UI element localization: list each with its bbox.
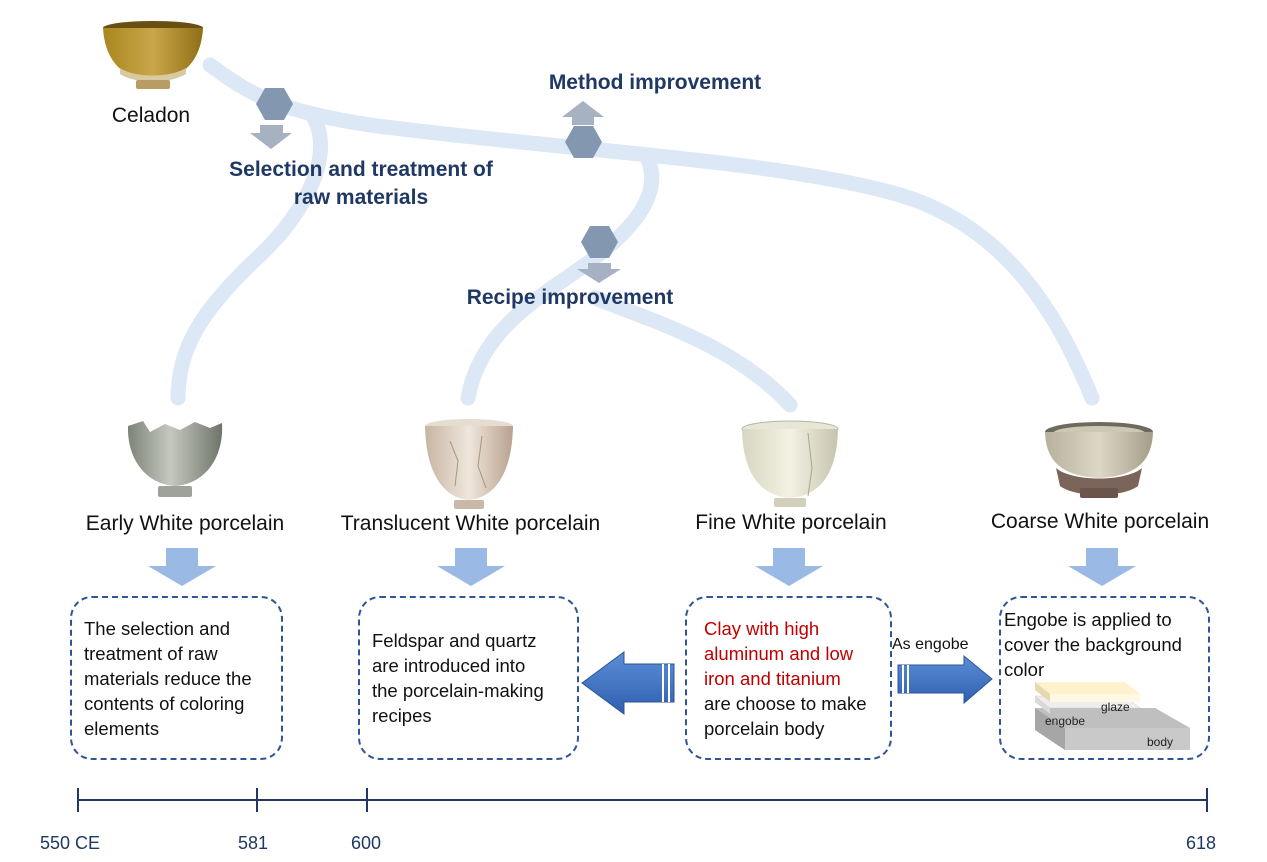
timeline-tick-550: 550 CE [40, 833, 101, 853]
arrow-down-selection [250, 125, 292, 149]
hexagon-method [565, 126, 602, 158]
box-fine-line: porcelain body [704, 718, 825, 739]
arrow-down-early [148, 548, 216, 586]
box-translucent-line: the porcelain-making [372, 680, 544, 701]
box-coarse-line: Engobe is applied to [1004, 609, 1172, 630]
box-coarse: Engobe is applied to cover the backgroun… [999, 596, 1210, 760]
selection-treatment-label: Selection and treatment of raw materials [200, 156, 522, 212]
box-fine-line: are choose to make [704, 693, 867, 714]
celadon-bowl-image [103, 21, 203, 89]
box-translucent-line: Feldspar and quartz [372, 630, 537, 651]
arrow-down-fine [755, 548, 823, 586]
arrow-down-recipe [577, 263, 621, 283]
celadon-label: Celadon [111, 104, 191, 127]
layer-structure-diagram: glaze engobe body [1034, 682, 1190, 750]
box-translucent-text: Feldspar and quartz are introduced into … [372, 628, 544, 728]
hexagon-recipe [581, 226, 618, 258]
box-early-line: The selection and [84, 618, 231, 639]
arrow-right-fine-to-coarse [897, 654, 993, 705]
flow-band-celadon-coarse [202, 57, 1100, 406]
selection-treatment-line2: raw materials [293, 186, 429, 209]
arrow-down-coarse [1068, 548, 1136, 586]
timeline-axis [77, 788, 1208, 812]
arrow-up-method [562, 101, 604, 125]
flow-band-early [170, 107, 328, 406]
box-translucent-line: recipes [372, 705, 432, 726]
as-engobe-label: As engobe [892, 636, 969, 653]
box-early-line: elements [84, 718, 160, 739]
flow-band-translucent [460, 152, 660, 406]
recipe-improvement-label: Recipe improvement [466, 286, 674, 309]
early-white-bowl-image [127, 421, 223, 497]
box-coarse-line: color [1004, 659, 1045, 680]
box-fine-red-line: aluminum and low [704, 643, 854, 664]
timeline-tick-600: 600 [351, 833, 382, 853]
layer-label-glaze: glaze [1101, 700, 1130, 714]
box-early-line: treatment of raw [84, 643, 218, 664]
porcelain-name-translucent: Translucent White porcelain [340, 512, 601, 535]
box-fine-red-line: Clay with high [704, 618, 820, 639]
porcelain-name-fine: Fine White porcelain [695, 511, 887, 534]
box-early-text: The selection and treatment of raw mater… [84, 616, 252, 741]
layer-label-body: body [1147, 735, 1173, 749]
box-fine: Clay with high aluminum and low iron and… [685, 596, 892, 760]
box-coarse-line: cover the background [1004, 634, 1182, 655]
box-translucent-line: are introduced into [372, 655, 526, 676]
timeline-tick-581: 581 [238, 833, 269, 853]
timeline-tick-618: 618 [1186, 833, 1217, 853]
box-fine-text: Clay with high aluminum and low iron and… [704, 616, 866, 741]
box-translucent: Feldspar and quartz are introduced into … [358, 596, 579, 760]
box-early-line: materials reduce the [84, 668, 252, 689]
selection-treatment-line1: Selection and treatment of [229, 158, 493, 181]
translucent-white-bowl-image [425, 419, 513, 509]
layer-label-engobe: engobe [1045, 714, 1085, 728]
box-fine-red-line: iron and titanium [704, 668, 841, 689]
coarse-white-bowl-image [1045, 422, 1153, 498]
box-early-line: contents of coloring [84, 693, 245, 714]
box-early: The selection and treatment of raw mater… [70, 596, 283, 760]
box-coarse-text: Engobe is applied to cover the backgroun… [1004, 607, 1182, 682]
arrow-down-translucent [437, 548, 505, 586]
porcelain-name-coarse: Coarse White porcelain [990, 510, 1210, 533]
method-improvement-label: Method improvement [548, 71, 762, 94]
hexagon-selection [256, 88, 293, 120]
fine-white-bowl-image [741, 420, 839, 507]
porcelain-name-early: Early White porcelain [85, 512, 285, 535]
flow-band-fine [587, 290, 798, 413]
arrow-left-fine-to-translucent [581, 651, 675, 715]
